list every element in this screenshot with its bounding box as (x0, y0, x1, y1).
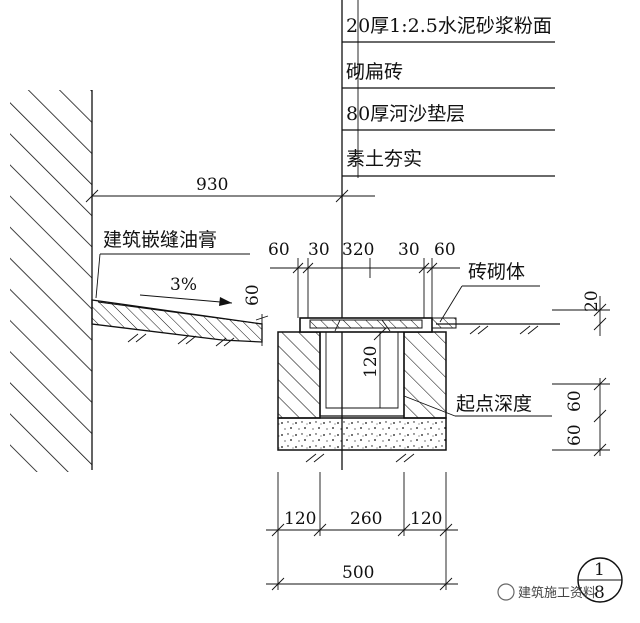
dim-320-label: 320 (342, 240, 374, 260)
bottom-120-right-label: 120 (410, 509, 442, 529)
bottom-260-label: 260 (350, 509, 382, 529)
layer-callout-table: 20厚1:2.5水泥砂浆粉面 砌扁砖 80厚河沙垫层 素土夯实 (341, 0, 555, 470)
dim-60-left-label: 60 (268, 240, 290, 260)
dim-60-right-label: 60 (434, 240, 456, 260)
dim-30-left-label: 30 (308, 240, 330, 260)
sealant-callout: 建筑嵌缝油膏 (95, 228, 250, 299)
layer-label-sand-bedding: 80厚河沙垫层 (346, 103, 465, 125)
wechat-icon (497, 583, 515, 601)
layer-label-flat-brick: 砌扁砖 (346, 61, 403, 83)
badge-top-number: 1 (594, 560, 605, 580)
layer-label-compacted-soil: 素土夯实 (346, 148, 422, 170)
inner-120-label: 120 (361, 346, 381, 378)
slope-60-label: 60 (243, 284, 263, 306)
dim-30-right-label: 30 (398, 240, 420, 260)
dimension-930-label: 930 (196, 175, 228, 195)
sealant-callout-label: 建筑嵌缝油膏 (103, 228, 217, 251)
watermark-text: 建筑施工资料 (518, 585, 596, 601)
ground-line (127, 323, 560, 463)
bottom-dimensions: 120 260 120 500 (266, 472, 458, 591)
watermark: 建筑施工资料 (497, 583, 596, 601)
bottom-120-left-label: 120 (284, 509, 316, 529)
ditch-brick-walls (277, 331, 447, 419)
slope-label: 3% (170, 275, 197, 295)
building-wall (10, 90, 93, 472)
detail-index-badge: 1 8 (577, 557, 623, 603)
masonry-callout: 砖砌体 (439, 261, 540, 323)
dim-20-label: 20 (582, 290, 602, 312)
sloped-apron-slab: 60 (91, 284, 269, 346)
sand-bedding-base (277, 417, 447, 451)
masonry-callout-label: 砖砌体 (468, 261, 525, 283)
badge-bottom-number: 8 (594, 583, 605, 603)
ditch-cover-plate (299, 317, 457, 333)
start-depth-callout: 起点深度 (403, 393, 552, 417)
start-depth-label: 起点深度 (456, 393, 532, 415)
right-vertical-dimensions: 20 60 60 (552, 290, 610, 457)
layer-label-mortar-finish: 20厚1:2.5水泥砂浆粉面 (346, 15, 552, 37)
inner-dimension-120: 120 (361, 327, 387, 408)
bottom-500-label: 500 (342, 563, 374, 583)
slope-indicator: 3% (139, 275, 233, 306)
top-dimension-row: 60 30 320 30 60 (268, 240, 460, 318)
dim-60-lower-label: 60 (565, 424, 585, 446)
dimension-930: 930 (85, 175, 375, 203)
dim-60-upper-label: 60 (565, 390, 585, 412)
